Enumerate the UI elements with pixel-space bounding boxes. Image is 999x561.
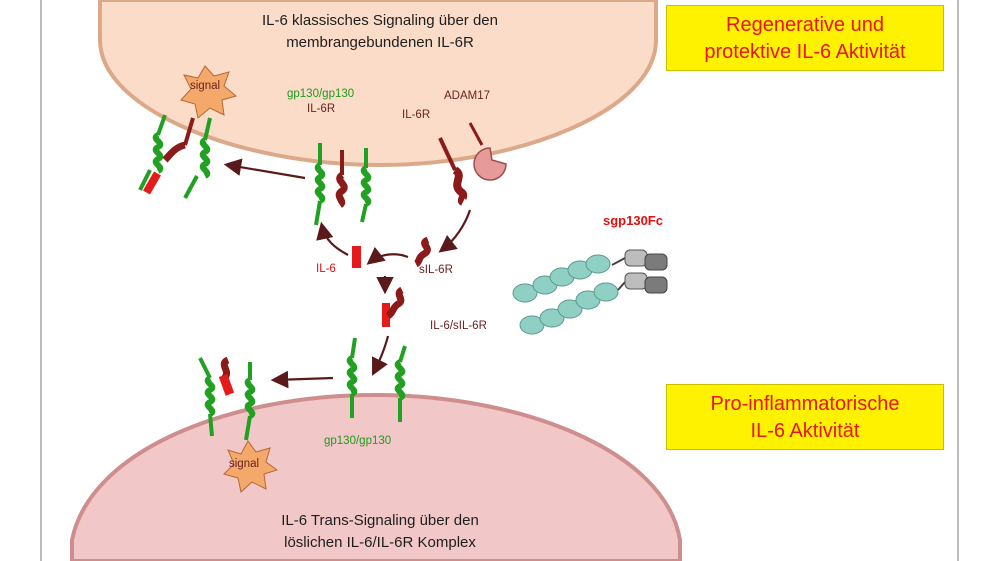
top-cell-title: IL-6 klassisches Signaling über den memb… [150,10,610,54]
signal-star-bottom [223,440,279,493]
gp130-label-bottom: gp130/gp130 [324,435,392,447]
il6r-adam17-group [438,122,507,206]
cell-bottom-membrane [70,392,682,561]
il6-molecule [352,246,361,268]
cell-top-membrane [98,0,658,168]
regenerative-line2: protektive IL-6 Aktivität [704,41,906,63]
pathway-arrows [223,158,472,389]
il6r-label-right: IL-6R [402,109,431,121]
slide-border-right [957,0,959,561]
sil6r-molecule [413,236,431,268]
gp130-label-top: gp130/gp130 [287,88,355,100]
gp130-pair-bottom [346,337,407,422]
receptor-complex-top [314,143,372,226]
top-cell-title-line1: IL-6 klassisches Signaling über den [262,12,498,29]
bottom-cell-title: IL-6 Trans-Signaling über den löslichen … [150,510,610,554]
proinflammatory-activity-box: Pro-inflammatorische IL-6 Aktivität [666,384,944,450]
activated-complex-top-left [138,114,212,199]
regenerative-activity-box: Regenerative und protektive IL-6 Aktivit… [666,5,944,71]
sgp130fc-molecule [512,249,668,335]
signal-label-bottom: signal [229,458,260,470]
il6r-label-top: IL-6R [307,103,336,115]
slide-border-left [40,0,42,561]
complex-label: IL-6/sIL-6R [430,320,487,332]
adam17-label: ADAM17 [444,90,491,102]
regenerative-line1: Regenerative und [726,14,884,36]
top-cell-title-line2: membrangebundenen IL-6R [286,34,474,51]
proinflammatory-line1: Pro-inflammatorische [710,393,900,415]
proinflammatory-line2: IL-6 Aktivität [750,420,860,442]
il6-sil6r-complex [382,286,405,327]
trans-signaling-complex-bottom-left [198,356,256,441]
signal-star-top [180,65,238,119]
il6-label: IL-6 [316,263,336,275]
sgp130fc-label: sgp130Fc [603,213,663,228]
sil6r-label: sIL-6R [419,264,453,276]
bottom-cell-title-line2: löslichen IL-6/IL-6R Komplex [284,534,476,551]
signal-label-top: signal [190,80,221,92]
bottom-cell-title-line1: IL-6 Trans-Signaling über den [281,512,479,529]
